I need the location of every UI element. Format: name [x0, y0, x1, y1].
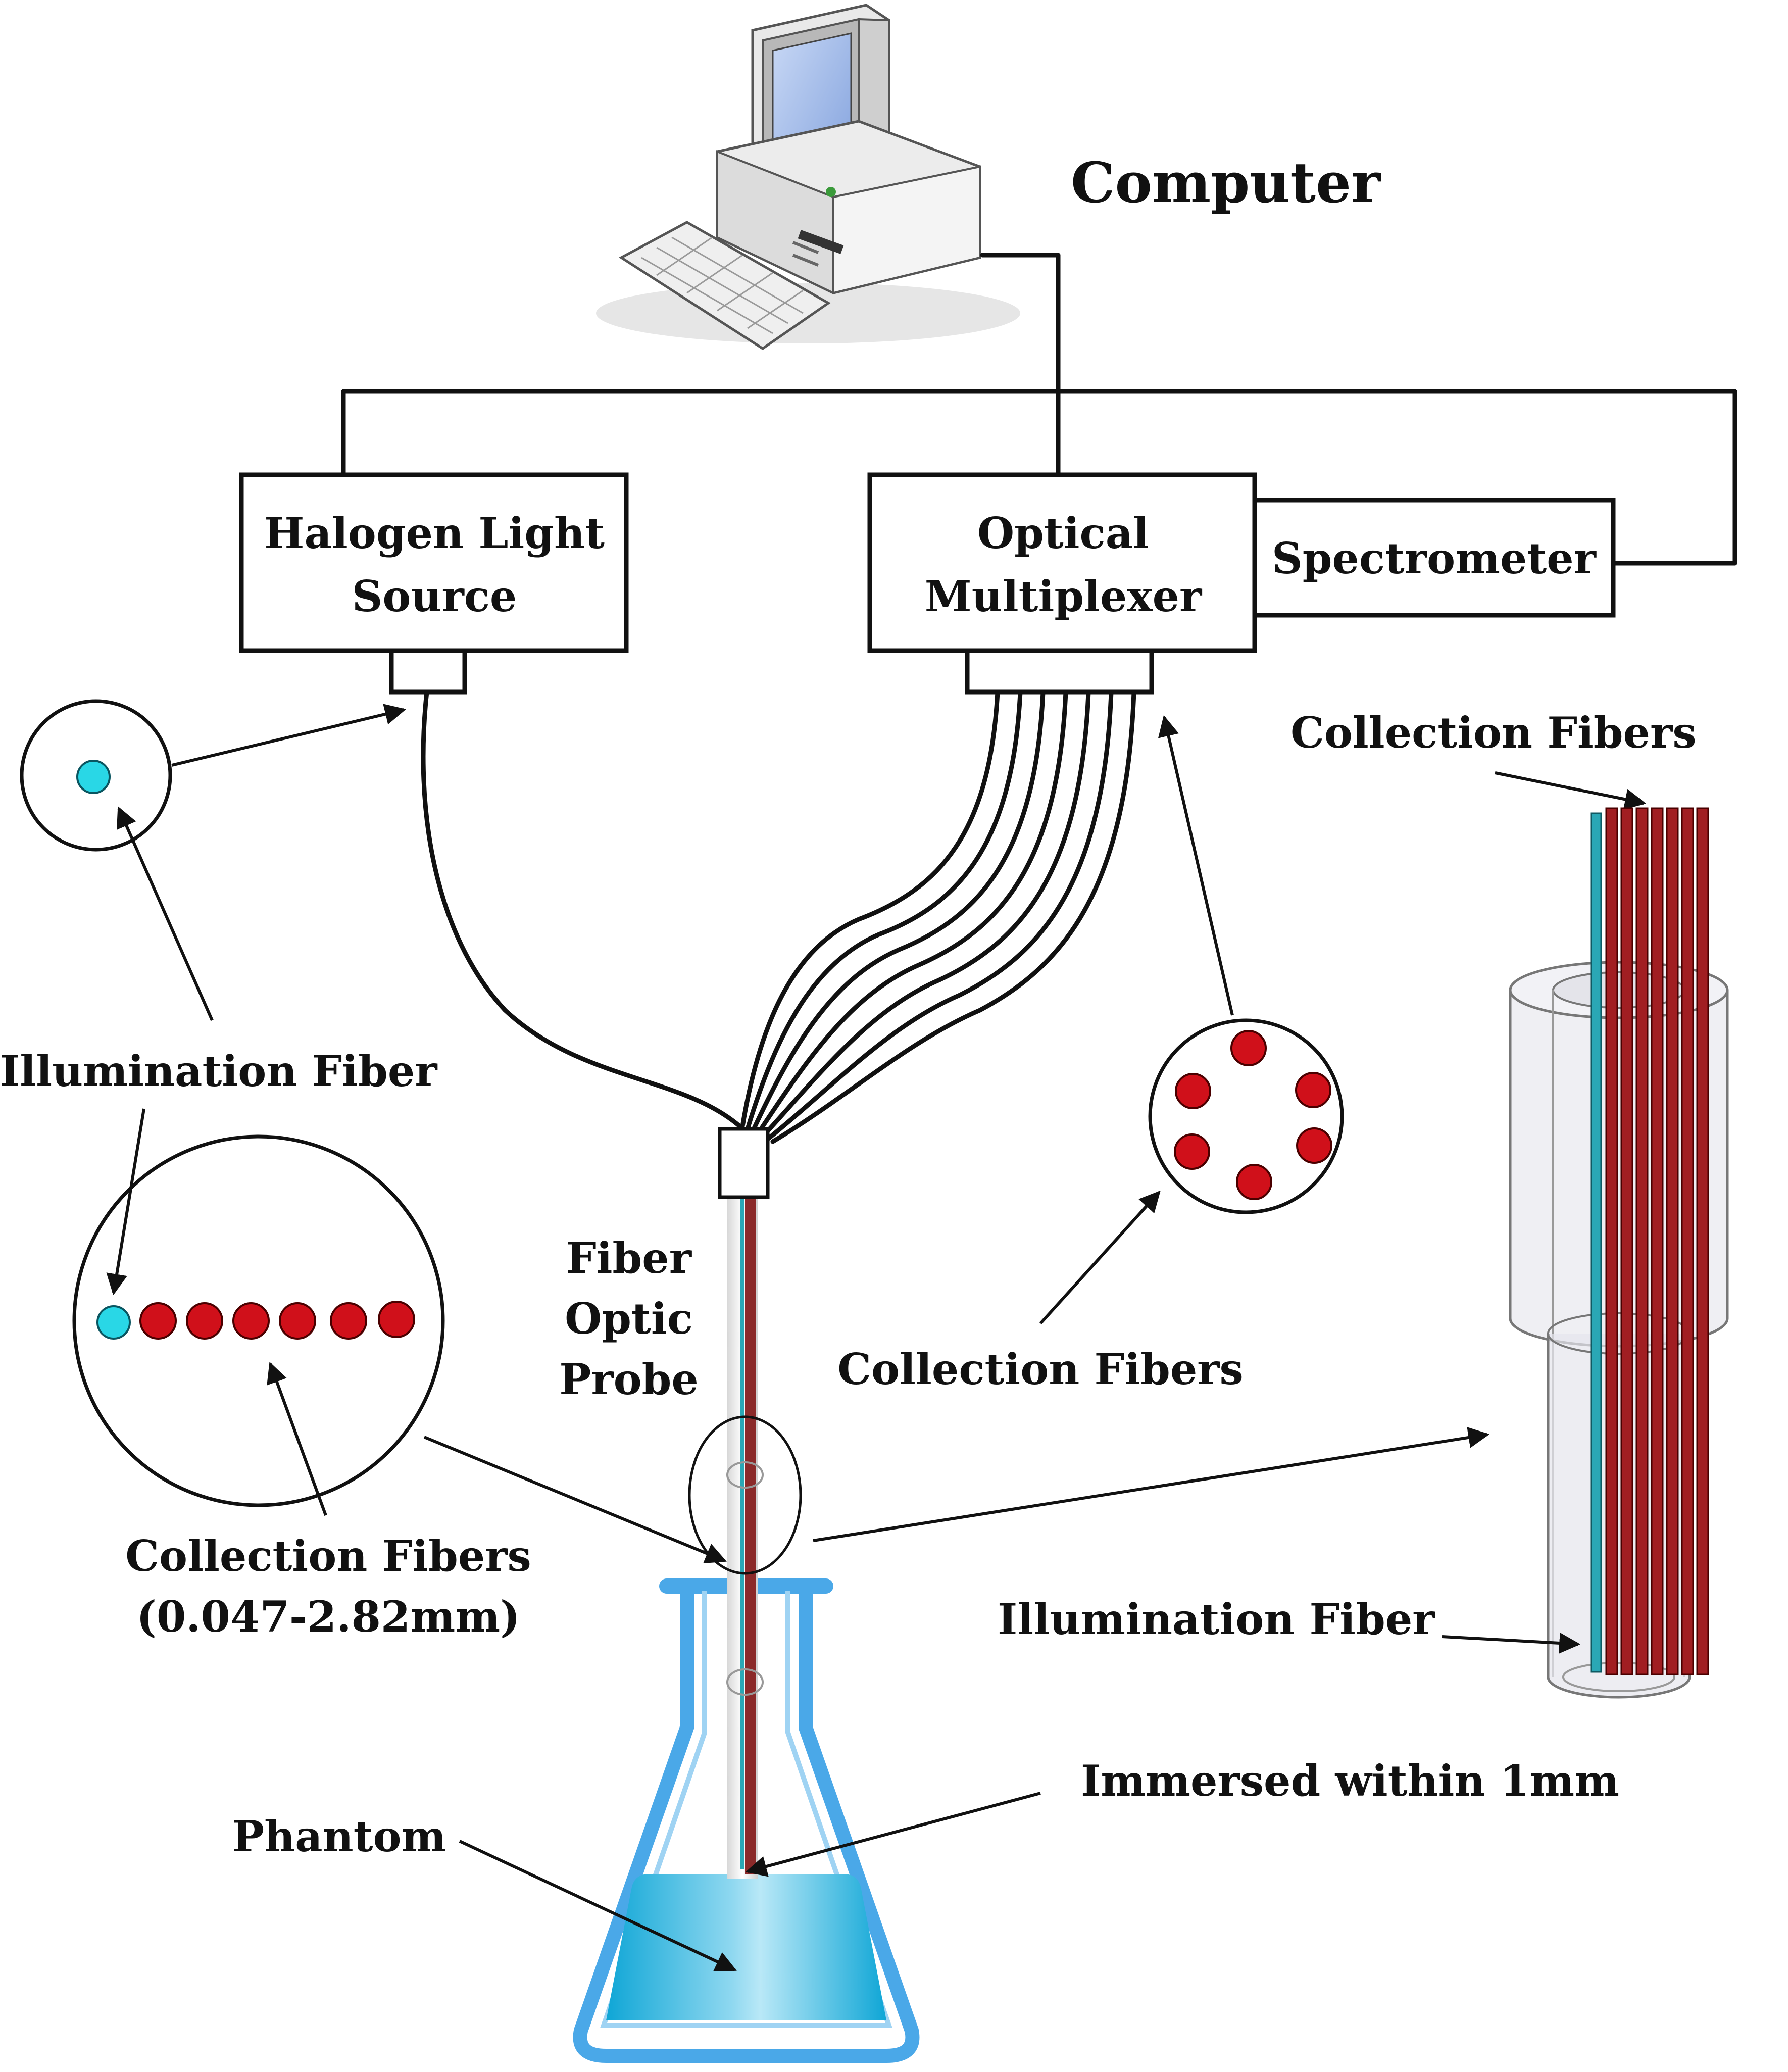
flask-icon [573, 1578, 920, 2063]
arrow-to-illumination-fiber-3d [1442, 1632, 1581, 1654]
arrow-to-multiplexer [1158, 715, 1234, 1016]
probe-label-line1: Fiber [566, 1233, 692, 1283]
collection-fibers-middle-label: Collection Fibers [837, 1344, 1244, 1394]
arrow-to-illumination-circle [117, 806, 214, 1021]
arrow-to-probe-end [745, 1792, 1041, 1877]
multiplexer-label-line1: Optical [977, 508, 1149, 558]
linear-fiber-array-cross-section [72, 1134, 445, 1507]
collection-fibers-left-label-line2: (0.047-2.82mm) [136, 1592, 520, 1642]
spectrometer-box [1252, 498, 1616, 618]
illumination-cable [421, 689, 742, 1129]
illumination-fiber-left-label: Illumination Fiber [0, 1046, 438, 1096]
arrow-to-ring-circle [1039, 1190, 1161, 1325]
computer-icon [596, 4, 1020, 351]
arrow-to-probe-tip [423, 1436, 727, 1564]
halogen-light-source-box [239, 472, 629, 695]
arrow-to-collection-row [267, 1362, 327, 1516]
arrow-to-light-source [171, 704, 407, 767]
arrow-to-illumination-dot [106, 1108, 145, 1296]
ring-fiber-array-cross-section [1148, 1018, 1344, 1214]
phantom-label: Phantom [232, 1811, 446, 1861]
fiber-optic-probe [688, 1127, 802, 1879]
arrow-to-collection-bundle [1495, 771, 1647, 810]
probe-label-line3: Probe [559, 1354, 699, 1404]
computer-label: Computer [1071, 150, 1381, 215]
illumination-fiber-cross-section [20, 699, 172, 852]
arrow-to-phantom [459, 1840, 737, 1972]
arrow-to-probe-head [813, 1427, 1490, 1542]
collection-fibers-top-right-label: Collection Fibers [1290, 708, 1697, 758]
control-wires [341, 253, 1737, 566]
probe-label-line2: Optic [565, 1294, 693, 1344]
optical-multiplexer-box [867, 472, 1257, 695]
collection-cables [740, 689, 1136, 1144]
halogen-label-line2: Source [352, 571, 517, 621]
illumination-fiber-right-label: Illumination Fiber [998, 1594, 1435, 1644]
probe-head-3d-model [1509, 807, 1729, 1699]
immersed-label: Immersed within 1mm [1081, 1756, 1619, 1806]
spectrometer-label: Spectrometer [1272, 533, 1597, 583]
collection-fibers-left-label-line1: Collection Fibers [125, 1531, 531, 1581]
halogen-label-line1: Halogen Light [264, 508, 605, 558]
multiplexer-label-line2: Multiplexer [925, 571, 1203, 621]
